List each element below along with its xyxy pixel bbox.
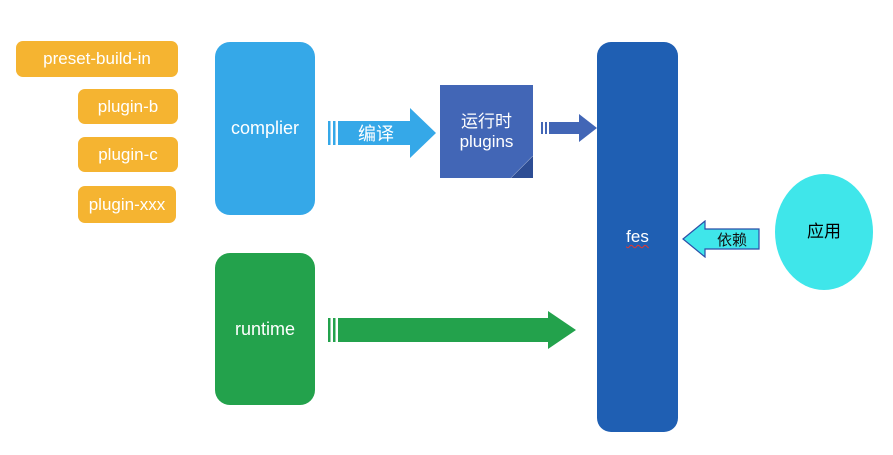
node-runtime-plugins-text: 运行时 plugins: [460, 112, 514, 151]
arrow-depend: 依赖: [682, 219, 760, 259]
arrow-depend-shape: [682, 219, 760, 259]
arrow-depend-label: 依赖: [716, 231, 747, 249]
node-complier: complier: [215, 42, 315, 215]
node-fes-label: fes: [626, 227, 649, 247]
arrow-runtime-to-fes-shape: [328, 311, 576, 349]
arrow-compile-label-wrap: 编译: [328, 108, 424, 158]
node-app: 应用: [775, 174, 873, 290]
plugin-chip-label: plugin-b: [97, 96, 159, 116]
arrow-plugins-to-fes-shape: [541, 114, 597, 142]
node-runtime-plugins-line1: 运行时: [461, 111, 512, 131]
arrow-compile: 编译: [328, 108, 436, 158]
arrow-plugins-to-fes: [541, 112, 597, 144]
node-runtime-plugins: 运行时 plugins: [440, 85, 533, 178]
plugin-chip-plugin-c: plugin-c: [78, 137, 178, 172]
plugin-chip-label: plugin-c: [98, 144, 158, 164]
arrow-compile-label: 编译: [358, 124, 394, 144]
node-complier-label: complier: [230, 118, 300, 139]
plugin-chip-label: plugin-xxx: [88, 194, 166, 214]
node-runtime-label: runtime: [234, 318, 296, 339]
node-runtime-plugins-line2: plugins: [459, 131, 514, 151]
plugin-chip-plugin-xxx: plugin-xxx: [78, 186, 176, 223]
arrow-runtime-to-fes: [328, 311, 576, 349]
plugin-chip-label: preset-build-in: [43, 49, 151, 69]
plugin-chip-preset-build-in: preset-build-in: [16, 41, 178, 77]
plugin-chip-plugin-b: plugin-b: [78, 89, 178, 124]
node-app-label: 应用: [807, 222, 841, 242]
arrow-compile-shape: [328, 108, 436, 158]
arrow-depend-label-wrap: 依赖: [704, 220, 760, 258]
node-runtime: runtime: [215, 253, 315, 405]
node-fes: fes: [597, 42, 678, 432]
